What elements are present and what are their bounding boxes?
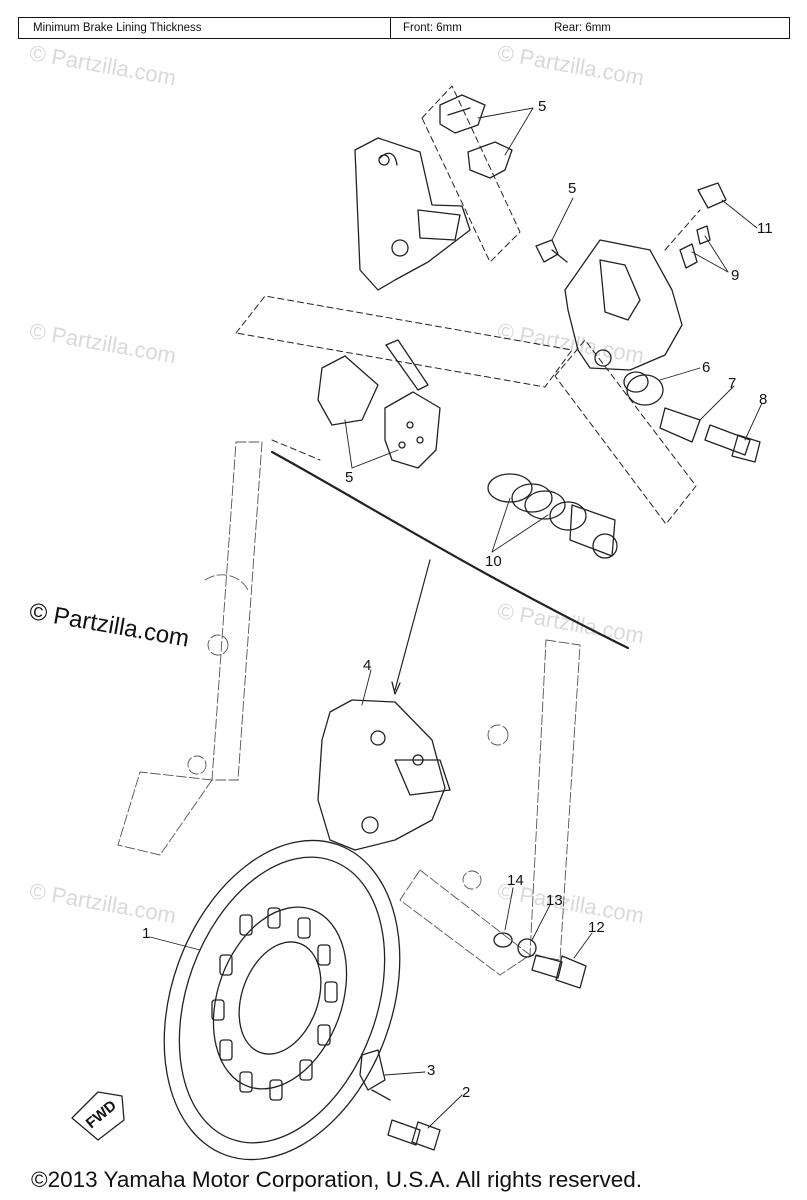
copyright-notice: ©2013 Yamaha Motor Corporation, U.S.A. A…: [31, 1167, 643, 1192]
piston-group-frame: [554, 339, 697, 525]
washer-14: [493, 932, 513, 948]
boot-6: [623, 371, 664, 406]
callout-10: 10: [485, 553, 502, 570]
lock-plate-3: [359, 1049, 391, 1101]
fwd-arrow-icon: [71, 1091, 125, 1141]
front-fork-right: [399, 639, 581, 976]
caliper-front: [317, 699, 451, 851]
caliper-rear-right: [564, 239, 683, 371]
brake-pads-inner: [317, 339, 441, 469]
bolt-12: [531, 954, 587, 989]
spec-rear-value: Rear: 6mm: [554, 22, 611, 34]
callout-5: 5: [568, 180, 576, 197]
callout-5: 5: [538, 98, 546, 115]
brake-pads-top: [439, 94, 513, 179]
bolt-2: [387, 1119, 441, 1151]
callout-12: 12: [588, 919, 605, 936]
pad-group-frame: [421, 85, 521, 263]
callout-9: 9: [731, 267, 739, 284]
callout-5: 5: [345, 469, 353, 486]
callout-13: 13: [546, 892, 563, 909]
divider-curve: [270, 450, 630, 650]
inner-pad-frame: [235, 295, 573, 388]
cap-11: [697, 182, 727, 209]
callout-14: 14: [507, 872, 524, 889]
callout-3: 3: [427, 1062, 435, 1079]
spec-front-value: Front: 6mm: [403, 22, 462, 34]
sleeve-7: [659, 407, 701, 443]
piston-seals-10: [487, 473, 618, 559]
caliper-rear-left: [354, 137, 471, 291]
bolt-5: [535, 239, 568, 263]
bleed-valve-9: [679, 225, 711, 269]
washer-13: [517, 938, 537, 958]
callout-8: 8: [759, 391, 767, 408]
callout-4: 4: [363, 657, 371, 674]
spec-table: Minimum Brake Lining Thickness Front: 6m…: [18, 17, 790, 39]
callout-1: 1: [142, 925, 150, 942]
bolt-8: [704, 424, 761, 463]
callout-6: 6: [702, 359, 710, 376]
spec-label: Minimum Brake Lining Thickness: [19, 18, 391, 38]
brake-disc-1: [163, 839, 401, 1161]
callout-7: 7: [728, 375, 736, 392]
callout-2: 2: [462, 1084, 470, 1101]
front-fork-left: [117, 441, 263, 856]
callout-11: 11: [757, 220, 773, 237]
